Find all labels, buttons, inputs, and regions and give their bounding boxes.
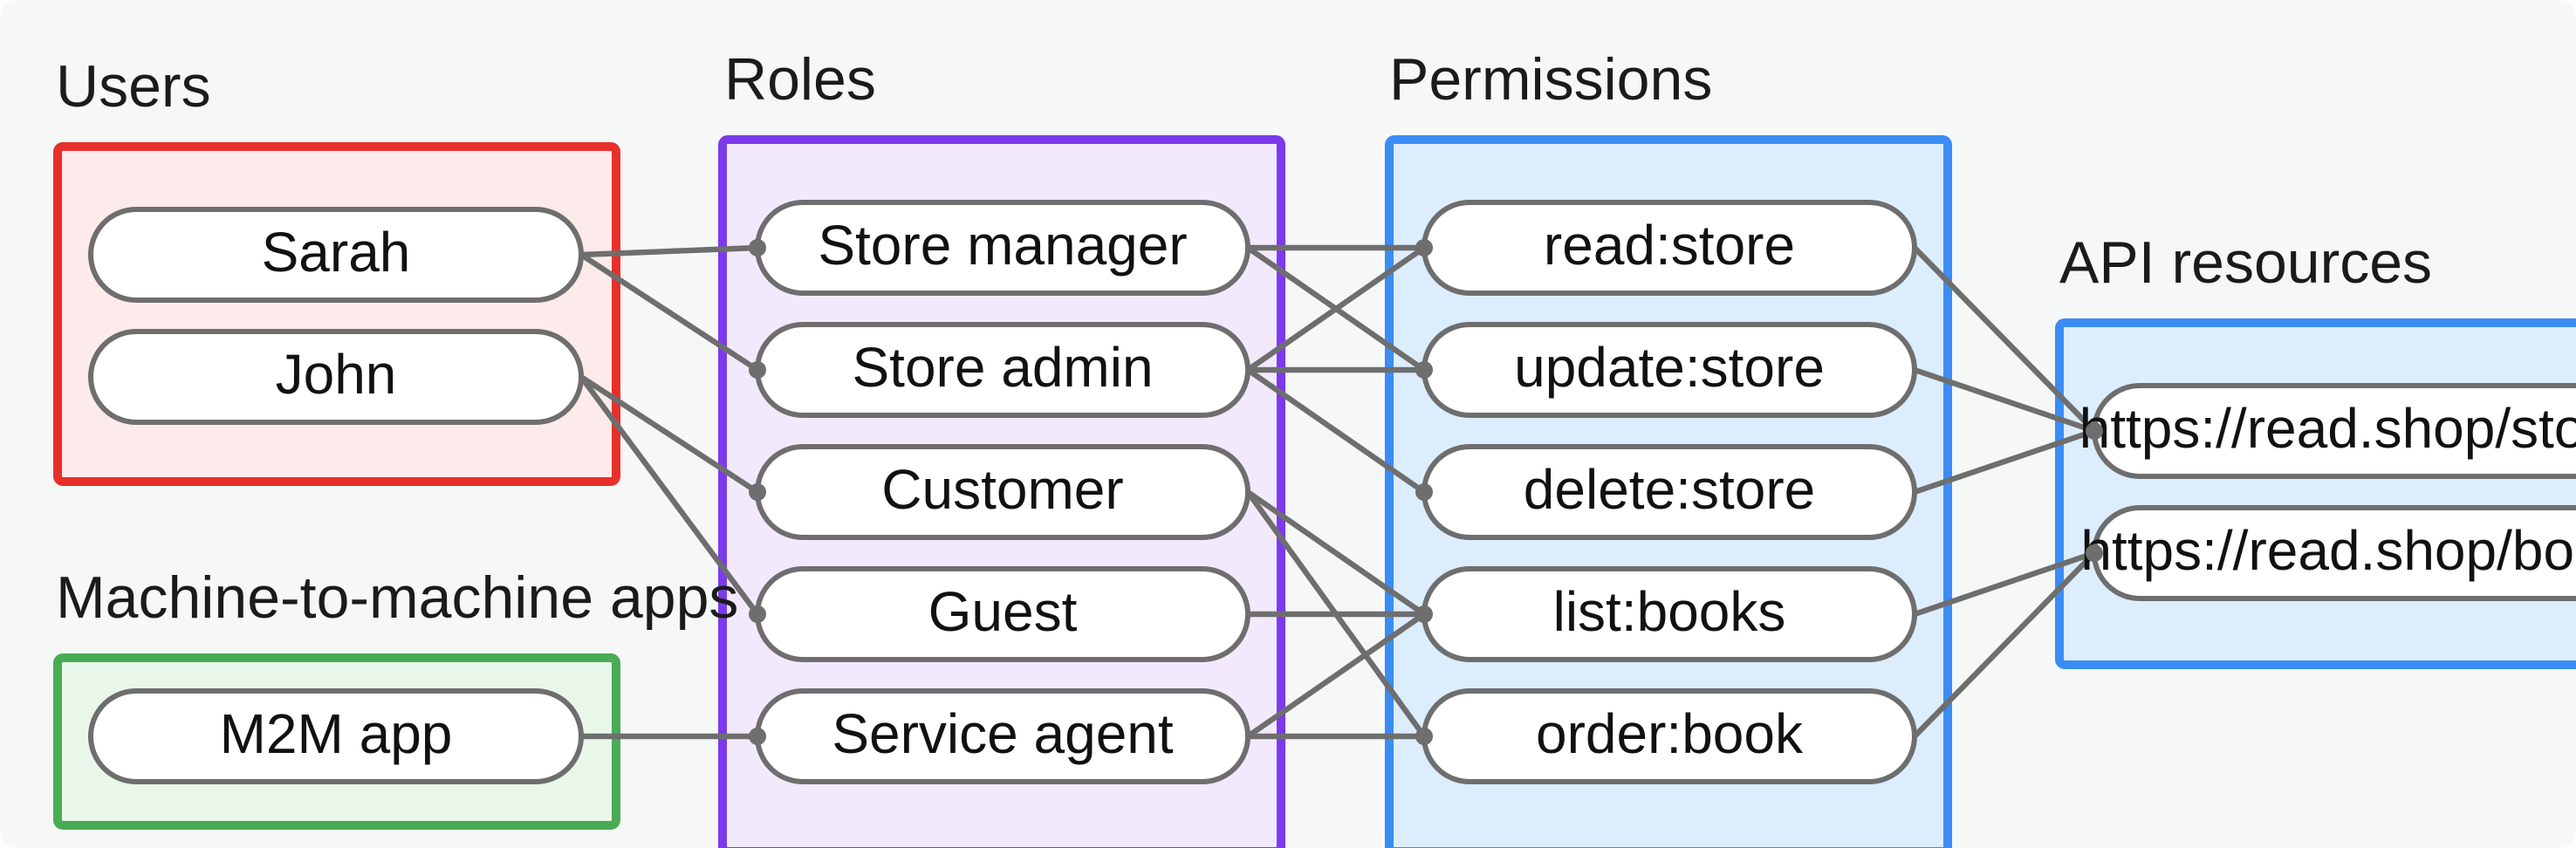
group-label-api: API resources xyxy=(2059,229,2432,296)
edge-endpoint-list_books xyxy=(1415,605,1433,623)
edge-delete_store-to-res_stores xyxy=(1913,427,2096,496)
edge-endpoints-layer xyxy=(749,239,2103,745)
group-label-roles: Roles xyxy=(724,46,876,113)
node-label-guest: Guest xyxy=(928,580,1078,643)
node-label-customer: Customer xyxy=(881,458,1123,521)
node-shape-m2mapp xyxy=(88,688,584,784)
edge-sarah-to-store_admin xyxy=(579,252,759,373)
node-label-delete_store: delete:store xyxy=(1524,458,1815,521)
node-label-service_agent: Service agent xyxy=(832,702,1174,765)
edge-john-to-customer xyxy=(579,374,759,495)
node-guest[interactable]: Guest xyxy=(755,566,1250,662)
group-label-m2m: Machine-to-machine apps xyxy=(56,564,738,631)
node-list_books[interactable]: list:books xyxy=(1422,566,1917,662)
group-box-api xyxy=(2055,318,2576,669)
group-label-users: Users xyxy=(56,53,211,120)
edge-endpoint-guest xyxy=(749,605,766,623)
node-label-read_store: read:store xyxy=(1544,214,1795,277)
edge-endpoint-store_manager xyxy=(749,239,766,256)
edge-service_agent-to-list_books xyxy=(1246,612,1426,739)
node-service_agent[interactable]: Service agent xyxy=(755,688,1250,784)
edge-sarah-to-store_manager xyxy=(580,244,758,258)
edge-customer-to-list_books xyxy=(1246,489,1426,617)
edge-store_admin-to-read_store xyxy=(1246,245,1426,373)
edge-store_admin-to-delete_store xyxy=(1246,367,1426,495)
node-store_admin[interactable]: Store admin xyxy=(755,322,1250,418)
node-label-order_book: order:book xyxy=(1536,702,1804,765)
node-john[interactable]: John xyxy=(88,329,584,425)
node-label-res_stores: https://read.shop/stores xyxy=(2079,397,2576,460)
node-m2mapp[interactable]: M2M app xyxy=(88,688,584,784)
node-shape-sarah xyxy=(88,207,584,303)
group-label-permissions: Permissions xyxy=(1389,46,1712,113)
node-label-update_store: update:store xyxy=(1514,336,1825,399)
edge-endpoint-delete_store xyxy=(1415,483,1433,501)
node-res_stores[interactable]: https://read.shop/stores xyxy=(2079,383,2576,479)
edge-endpoint-service_agent xyxy=(749,728,766,745)
node-delete_store[interactable]: delete:store xyxy=(1422,444,1917,540)
node-label-res_books: https://read.shop/books xyxy=(2080,519,2576,582)
node-label-m2mapp: M2M app xyxy=(220,702,453,765)
group-box-users xyxy=(53,142,620,486)
edge-read_store-to-res_stores xyxy=(1912,245,2097,434)
edges-layer xyxy=(579,244,2097,740)
node-update_store[interactable]: update:store xyxy=(1422,322,1917,418)
node-shape-john xyxy=(88,329,584,425)
node-label-list_books: list:books xyxy=(1553,580,1786,643)
edge-endpoint-customer xyxy=(749,483,766,501)
edge-endpoint-res_books xyxy=(2086,544,2103,562)
edge-endpoint-res_stores xyxy=(2086,422,2103,440)
node-res_books[interactable]: https://read.shop/books xyxy=(2080,505,2576,601)
node-customer[interactable]: Customer xyxy=(755,444,1250,540)
edge-endpoint-read_store xyxy=(1415,239,1433,256)
node-sarah[interactable]: Sarah xyxy=(88,207,584,303)
node-label-john: John xyxy=(276,343,397,406)
edge-update_store-to-res_stores xyxy=(1913,366,2096,434)
node-label-store_admin: Store admin xyxy=(852,336,1153,399)
edge-list_books-to-res_books xyxy=(1913,550,2096,618)
edge-endpoint-update_store xyxy=(1415,361,1433,379)
node-order_book[interactable]: order:book xyxy=(1422,688,1917,784)
edge-endpoint-store_admin xyxy=(749,361,766,379)
node-read_store[interactable]: read:store xyxy=(1422,200,1917,296)
edge-order_book-to-res_books xyxy=(1912,551,2097,739)
edge-john-to-guest xyxy=(579,375,760,616)
node-store_manager[interactable]: Store manager xyxy=(755,200,1250,296)
node-label-store_manager: Store manager xyxy=(818,214,1187,277)
edge-endpoint-order_book xyxy=(1415,728,1433,745)
node-label-sarah: Sarah xyxy=(262,221,411,284)
